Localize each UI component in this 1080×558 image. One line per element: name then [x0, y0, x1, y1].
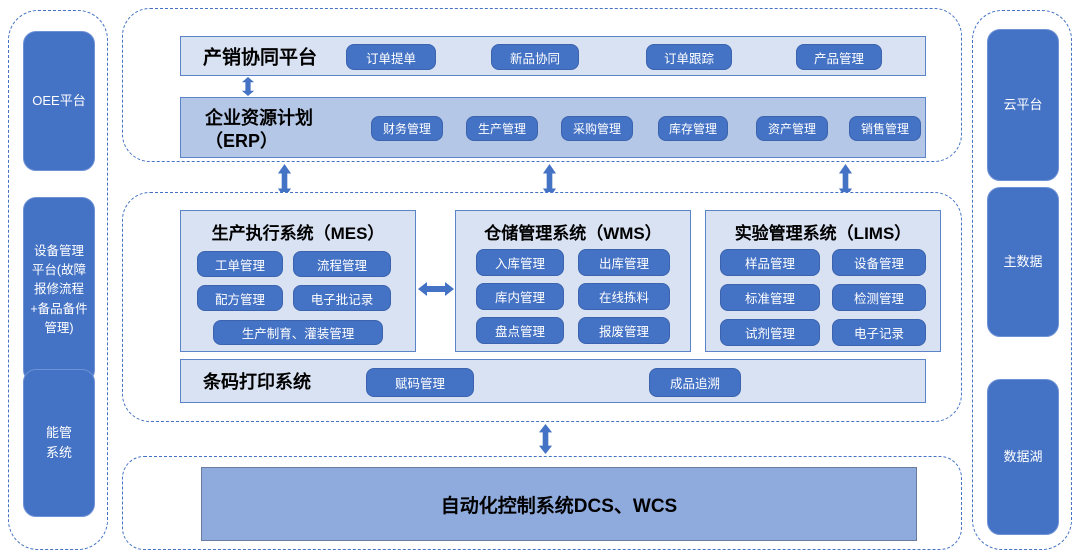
mes-chip: 电子批记录 [293, 285, 391, 311]
oee-platform-label: OEE平台 [32, 92, 86, 108]
wms-chip: 库内管理 [476, 283, 564, 310]
lims-chip: 试剂管理 [720, 319, 820, 346]
erp-chip: 采购管理 [561, 116, 633, 141]
wms-box: 仓储管理系统（WMS） 入库管理 出库管理 库内管理 在线拣料 盘点管理 报废管… [455, 210, 691, 352]
mes-chip: 工单管理 [197, 251, 283, 277]
equipment-management-platform-node: 设备管理平台(故障报修流程+备品备件管理) [23, 197, 95, 383]
master-data-label: 主数据 [1003, 253, 1043, 269]
wms-chip: 入库管理 [476, 249, 564, 276]
erp-chip: 库存管理 [658, 116, 728, 141]
barcode-chip: 成品追溯 [649, 368, 741, 397]
sales-collaboration-platform-box: 产销协同平台 订单提单 新品协同 订单跟踪 产品管理 [180, 36, 926, 76]
horizontal-double-arrow-icon [418, 282, 454, 296]
dcs-wcs-box: 自动化控制系统DCS、WCS [201, 467, 917, 541]
erp-title-line1: 企业资源计划 [205, 108, 313, 128]
barcode-print-system-title: 条码打印系统 [203, 372, 311, 392]
wms-title: 仓储管理系统（WMS） [484, 224, 662, 243]
sales-chip: 订单提单 [346, 44, 436, 70]
vertical-double-arrow-icon [241, 77, 255, 96]
data-lake-node: 数据湖 [987, 379, 1059, 535]
barcode-print-system-box: 条码打印系统 赋码管理 成品追溯 [180, 359, 926, 403]
cloud-platform-node: 云平台 [987, 29, 1059, 181]
vertical-double-arrow-icon [838, 164, 853, 198]
lims-chip: 标准管理 [720, 284, 820, 311]
vertical-double-arrow-icon [277, 164, 292, 198]
vertical-double-arrow-icon [538, 424, 553, 454]
erp-chip: 生产管理 [466, 116, 538, 141]
erp-chip: 资产管理 [756, 116, 828, 141]
energy-management-system-label: 能管系统 [45, 424, 72, 460]
oee-platform-node: OEE平台 [23, 31, 95, 171]
lims-chip: 设备管理 [832, 249, 926, 276]
erp-title-line2: （ERP） [205, 130, 279, 151]
erp-chip: 销售管理 [849, 116, 921, 141]
wms-chip: 报废管理 [578, 317, 670, 344]
vertical-double-arrow-icon [542, 164, 557, 198]
lims-chip: 检测管理 [832, 284, 926, 311]
data-lake-label: 数据湖 [1003, 448, 1043, 464]
cloud-platform-label: 云平台 [1003, 96, 1043, 112]
lims-chip: 电子记录 [832, 319, 926, 346]
lims-title: 实验管理系统（LIMS） [734, 224, 912, 243]
sales-collaboration-platform-title: 产销协同平台 [203, 47, 318, 69]
erp-title: 企业资源计划 （ERP） [205, 107, 313, 152]
right-platform-group: 云平台 主数据 数据湖 [972, 10, 1072, 550]
sales-chip: 新品协同 [491, 44, 579, 70]
barcode-chip: 赋码管理 [366, 368, 474, 397]
left-platform-group: OEE平台 设备管理平台(故障报修流程+备品备件管理) 能管系统 [8, 10, 108, 550]
sales-chip: 产品管理 [796, 44, 882, 70]
sales-chip: 订单跟踪 [646, 44, 732, 70]
mes-title: 生产执行系统（MES） [211, 224, 385, 243]
wms-chip: 出库管理 [578, 249, 670, 276]
master-data-node: 主数据 [987, 187, 1059, 337]
wms-chip: 在线拣料 [578, 283, 670, 310]
mes-chip: 配方管理 [197, 285, 283, 311]
dcs-wcs-title: 自动化控制系统DCS、WCS [440, 495, 678, 517]
equipment-management-platform-label: 设备管理平台(故障报修流程+备品备件管理) [30, 243, 88, 336]
erp-box: 企业资源计划 （ERP） 财务管理 生产管理 采购管理 库存管理 资产管理 销售… [180, 97, 926, 158]
mes-chip: 生产制育、灌装管理 [213, 320, 383, 345]
bottom-automation-group: 自动化控制系统DCS、WCS [122, 456, 962, 550]
lims-box: 实验管理系统（LIMS） 样品管理 设备管理 标准管理 检测管理 试剂管理 电子… [705, 210, 941, 352]
erp-chip: 财务管理 [371, 116, 443, 141]
lims-chip: 样品管理 [720, 249, 820, 276]
wms-chip: 盘点管理 [476, 317, 564, 344]
energy-management-system-node: 能管系统 [23, 369, 95, 517]
mes-box: 生产执行系统（MES） 工单管理 流程管理 配方管理 电子批记录 生产制育、灌装… [180, 210, 416, 352]
mes-chip: 流程管理 [293, 251, 391, 277]
